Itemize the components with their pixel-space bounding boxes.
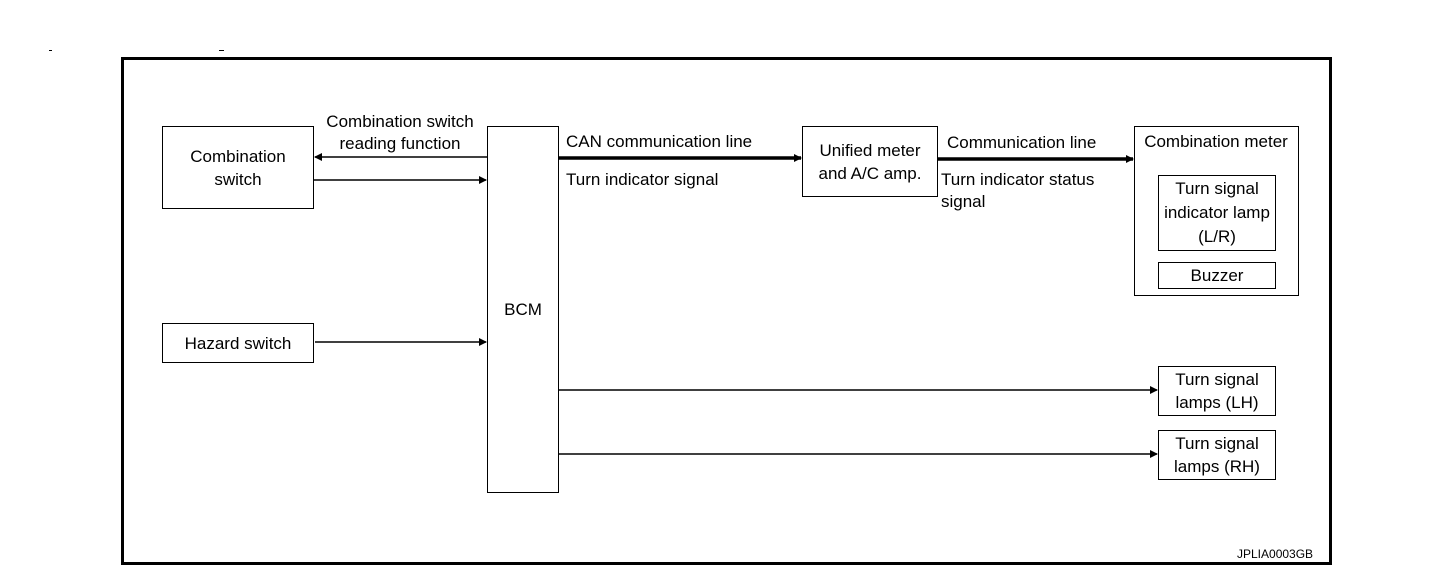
turn-signal-lamps-lh-label: Turn signal lamps (LH) <box>1175 370 1259 412</box>
hazard-switch-box: Hazard switch <box>162 323 314 363</box>
turn-signal-indicator-lamp-box: Turn signal indicator lamp (L/R) <box>1158 175 1276 251</box>
unified-meter-box: Unified meter and A/C amp. <box>802 126 938 197</box>
unified-meter-label: Unified meter and A/C amp. <box>818 140 922 183</box>
figure-code: JPLIA0003GB <box>1237 547 1314 561</box>
can-communication-line-label: CAN communication line <box>566 132 753 151</box>
buzzer-label: Buzzer <box>1190 266 1244 285</box>
bcm-box: BCM <box>487 126 559 493</box>
corner-mark-right <box>219 50 224 51</box>
buzzer-box: Buzzer <box>1158 262 1276 289</box>
communication-line-label: Communication line <box>947 133 1097 152</box>
bcm-label: BCM <box>504 300 542 319</box>
combination-meter-label: Combination meter <box>1144 132 1288 151</box>
combination-switch-box: Combination switch <box>162 126 314 209</box>
combination-switch-label: Combination switch <box>190 146 286 189</box>
turn-indicator-status-signal-label: Turn indicator status signal <box>941 170 1095 211</box>
turn-indicator-signal-label: Turn indicator signal <box>566 170 719 189</box>
turn-signal-lamps-rh-box: Turn signal lamps (RH) <box>1158 430 1276 480</box>
turn-signal-lamps-lh-box: Turn signal lamps (LH) <box>1158 366 1276 416</box>
diagram-frame <box>121 57 1332 565</box>
turn-signal-indicator-lamp-label: Turn signal indicator lamp (L/R) <box>1164 179 1270 246</box>
combination-switch-reading-label: Combination switch reading function <box>326 112 474 153</box>
turn-signal-lamps-rh-label: Turn signal lamps (RH) <box>1174 434 1260 476</box>
hazard-switch-label: Hazard switch <box>184 333 292 353</box>
corner-mark-left <box>49 50 52 51</box>
